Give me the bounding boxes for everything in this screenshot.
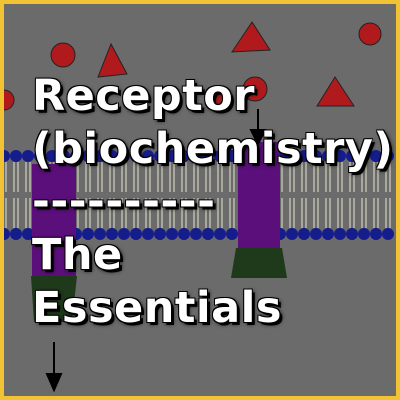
ligand-circle [4, 89, 15, 111]
lipid-head [130, 150, 142, 162]
ligand-circle [50, 42, 76, 68]
thumbnail-canvas: Receptor (biochemistry) ---------- The E… [4, 4, 396, 396]
title-line: The [32, 230, 123, 280]
title-line: (biochemistry) [32, 124, 394, 174]
lipid-head [106, 150, 118, 162]
lipid-head [322, 150, 334, 162]
lipid-head [118, 150, 130, 162]
lipid-head [118, 228, 130, 240]
lipid-head [214, 228, 226, 240]
lipid-head [178, 150, 190, 162]
ligand-triangle [316, 76, 355, 107]
lipid-head [346, 150, 358, 162]
lipid-head [22, 150, 34, 162]
lipid-head [286, 150, 298, 162]
lipid-head [202, 228, 214, 240]
title-text: Receptor (biochemistry) ---------- The E… [32, 70, 394, 335]
lipid-head [226, 150, 238, 162]
lipid-head [310, 228, 322, 240]
lipid-head [202, 150, 214, 162]
lipid-head [4, 228, 10, 240]
lipid-head [34, 150, 46, 162]
lipid-head [82, 228, 94, 240]
receptor-protein [32, 164, 76, 276]
lipid-head [142, 150, 154, 162]
lipid-head [154, 228, 166, 240]
lipid-head [46, 150, 58, 162]
receptor-foot [31, 276, 77, 322]
lipid-head [226, 228, 238, 240]
lipid-head [22, 228, 34, 240]
lipid-head [334, 150, 346, 162]
lipid-head [142, 228, 154, 240]
lipid-head [166, 150, 178, 162]
receptor-foot [231, 248, 287, 278]
title-line: Receptor [32, 71, 256, 121]
lipid-head [214, 150, 226, 162]
lipid-head [298, 150, 310, 162]
lipid-head [382, 150, 394, 162]
lipid-head [4, 150, 10, 162]
membrane-illustration [4, 21, 394, 393]
lipid-head [358, 228, 370, 240]
lipid-head [10, 228, 22, 240]
signal-arrowhead [249, 129, 267, 147]
lipid-head [334, 228, 346, 240]
lipid-head [322, 228, 334, 240]
lipid-head [190, 228, 202, 240]
lipid-head [130, 228, 142, 240]
lipid-head [382, 228, 394, 240]
ligand-triangle [231, 21, 271, 53]
lipid-head [70, 150, 82, 162]
ligand-circle [358, 22, 382, 46]
ligand-circle [242, 76, 268, 102]
title-line: Essentials [32, 283, 282, 333]
lipid-head [166, 228, 178, 240]
lipid-head [94, 150, 106, 162]
receptor-protein [238, 142, 280, 248]
lipid-head [286, 228, 298, 240]
lipid-head [370, 150, 382, 162]
lipid-head [58, 150, 70, 162]
lipid-head [370, 228, 382, 240]
lipid-head [298, 228, 310, 240]
lipid-head [94, 228, 106, 240]
signal-arrowhead [45, 373, 63, 393]
lipid-head [358, 150, 370, 162]
lipid-head [178, 228, 190, 240]
ligand-circle [205, 88, 227, 110]
lipid-head [82, 150, 94, 162]
lipid-head [190, 150, 202, 162]
lipid-head [106, 228, 118, 240]
lipid-head [346, 228, 358, 240]
lipid-head [310, 150, 322, 162]
lipid-head [154, 150, 166, 162]
lipid-head [10, 150, 22, 162]
title-line: ---------- [32, 177, 216, 227]
ligand-triangle [97, 42, 128, 78]
